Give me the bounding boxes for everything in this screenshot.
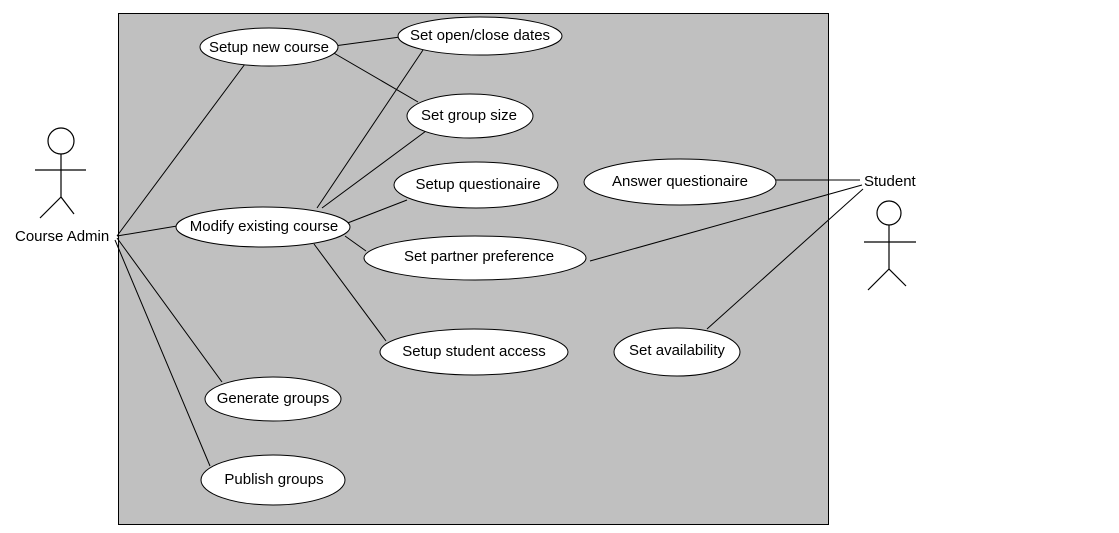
assoc-admin-publish-groups — [114, 239, 211, 467]
assoc-modify-student-access — [313, 243, 387, 342]
use-case-label: Modify existing course — [190, 218, 338, 235]
assoc-admin-modify-existing-course — [116, 225, 178, 237]
assoc-admin-generate-groups — [116, 237, 223, 383]
actor-label: Course Admin — [15, 228, 109, 245]
use-case-set-availability[interactable]: Set availability — [613, 327, 741, 377]
use-case-setup-student-access[interactable]: Setup student access — [379, 328, 569, 376]
use-case-setup-new-course[interactable]: Setup new course — [199, 27, 339, 67]
use-case-set-partner-preference[interactable]: Set partner preference — [363, 235, 587, 281]
use-case-label: Set partner preference — [404, 248, 554, 265]
use-case-label: Set group size — [421, 107, 517, 124]
use-case-label: Publish groups — [224, 471, 323, 488]
associations — [114, 36, 864, 467]
use-case-answer-questionaire[interactable]: Answer questionaire — [583, 158, 777, 206]
assoc-modify-open-close-dates — [316, 49, 424, 209]
use-case-label: Generate groups — [217, 390, 330, 407]
use-case-label: Answer questionaire — [612, 173, 748, 190]
assoc-modify-group-size — [321, 130, 427, 209]
stick-figure-icon — [864, 200, 916, 291]
use-case-set-open-close-dates[interactable]: Set open/close dates — [397, 16, 563, 56]
use-case-generate-groups[interactable]: Generate groups — [204, 376, 342, 422]
use-case-modify-existing-course[interactable]: Modify existing course — [175, 206, 351, 248]
assoc-student-partner-preference — [589, 184, 863, 262]
assoc-student-set-availability — [706, 188, 864, 330]
assoc-setup-new-course-group-size — [331, 51, 419, 103]
use-case-setup-questionaire[interactable]: Setup questionaire — [393, 161, 559, 209]
assoc-admin-setup-new-course — [116, 63, 246, 237]
actor-course-admin[interactable]: Course Admin — [15, 127, 109, 245]
assoc-setup-new-course-open-close-dates — [333, 36, 401, 47]
use-case-publish-groups[interactable]: Publish groups — [200, 454, 346, 506]
actor-student[interactable]: Student — [864, 173, 917, 291]
stick-figure-icon — [35, 127, 86, 219]
assoc-modify-partner-preference — [344, 235, 367, 252]
use-case-label: Set open/close dates — [410, 27, 550, 44]
use-case-set-group-size[interactable]: Set group size — [406, 93, 534, 139]
assoc-modify-setup-questionaire — [344, 199, 408, 225]
use-case-label: Setup student access — [402, 343, 545, 360]
use-case-label: Setup questionaire — [415, 176, 540, 193]
use-case-label: Setup new course — [209, 39, 329, 56]
use-case-label: Set availability — [629, 342, 725, 359]
actor-label: Student — [864, 173, 917, 190]
